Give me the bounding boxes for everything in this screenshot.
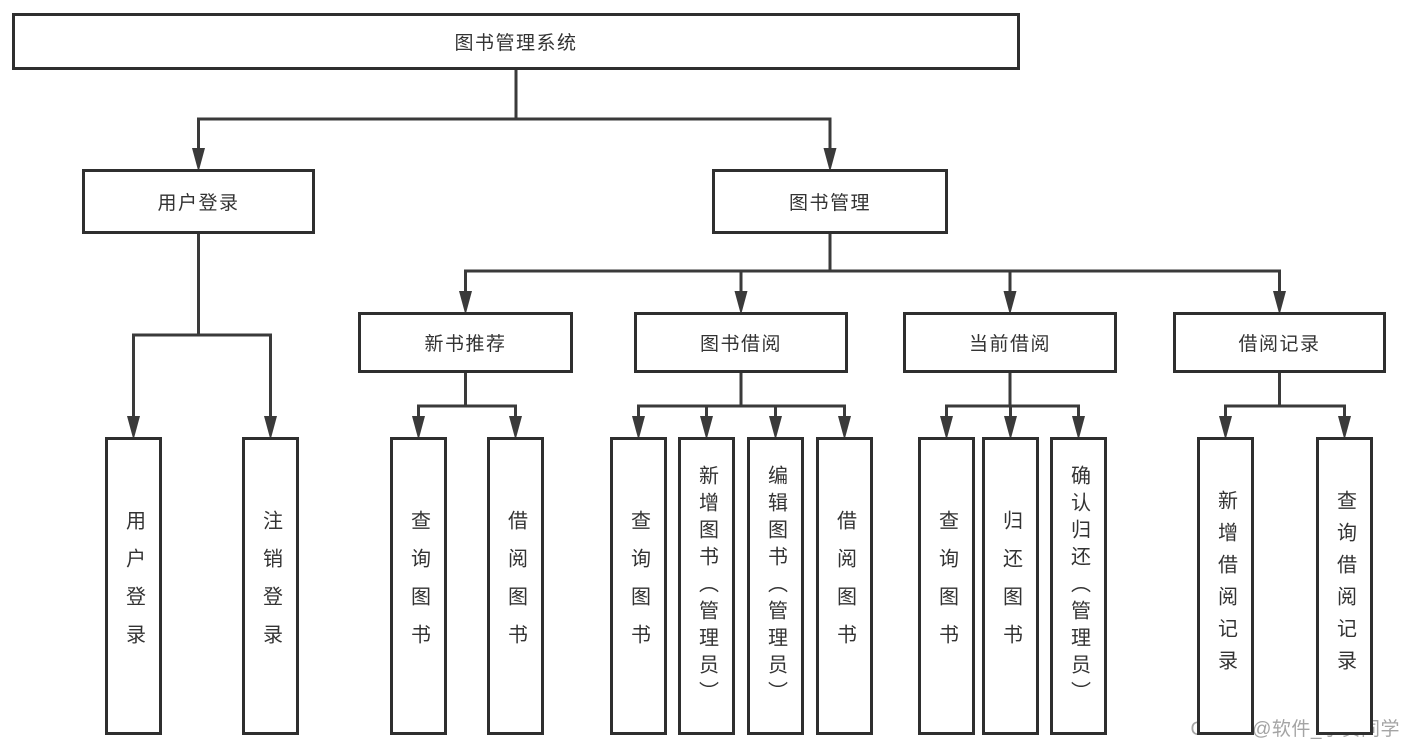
node-add-book: 新增图书（管理员） (678, 437, 735, 735)
node-borrow-book-1: 借阅图书 (487, 437, 544, 735)
connector-new-book-rec (412, 372, 522, 440)
connector-borrow-record (1219, 372, 1351, 440)
node-return-book: 归还图书 (982, 437, 1039, 735)
node-logout: 注销登录 (242, 437, 299, 735)
node-query-borrow-record: 查询借阅记录 (1316, 437, 1373, 735)
connector-book-borrow (632, 372, 851, 440)
node-query-book-2: 查询图书 (610, 437, 667, 735)
node-current-borrow: 当前借阅 (903, 312, 1117, 373)
node-confirm-return: 确认归还（管理员） (1050, 437, 1107, 735)
node-add-borrow-record: 新增借阅记录 (1197, 437, 1254, 735)
node-edit-book: 编辑图书（管理员） (747, 437, 804, 735)
connector-current-borrow (940, 372, 1085, 440)
connector-user-login-group (127, 233, 277, 440)
node-book-mgmt: 图书管理 (712, 169, 948, 234)
connector-root (192, 69, 837, 172)
node-user-login: 用户登录 (105, 437, 162, 735)
connector-book-mgmt (459, 233, 1286, 315)
node-new-book-rec: 新书推荐 (358, 312, 573, 373)
node-query-book-1: 查询图书 (390, 437, 447, 735)
node-book-borrow: 图书借阅 (634, 312, 848, 373)
node-user-login-group: 用户登录 (82, 169, 315, 234)
node-query-book-3: 查询图书 (918, 437, 975, 735)
node-root: 图书管理系统 (12, 13, 1020, 70)
node-borrow-book-2: 借阅图书 (816, 437, 873, 735)
node-borrow-record: 借阅记录 (1173, 312, 1386, 373)
